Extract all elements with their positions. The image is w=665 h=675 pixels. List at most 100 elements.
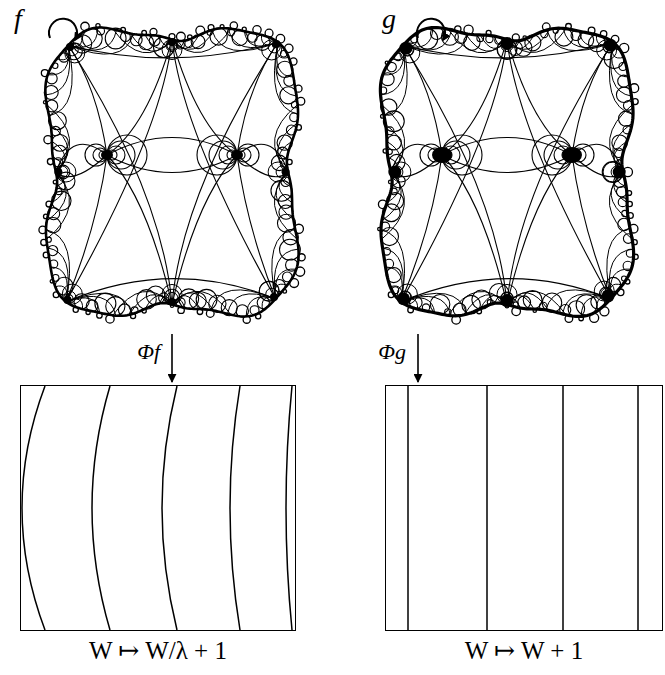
fundamental-curve (286, 386, 292, 630)
boundary-bubble (97, 313, 102, 318)
map-label: Φg (376, 340, 408, 364)
map-arrow (171, 334, 173, 382)
boundary-bubble (142, 309, 146, 313)
boundary-bubble (632, 99, 638, 105)
boundary-bubble (53, 292, 59, 298)
limit-set-curve (49, 45, 72, 116)
fundamental-line (407, 386, 409, 630)
boundary-bubble (628, 213, 634, 219)
limit-set-drawing (39, 19, 305, 323)
dense-spot (432, 147, 452, 163)
dense-spot (282, 168, 290, 176)
boundary-bubble (486, 30, 491, 35)
boundary-bubble (627, 191, 632, 196)
limit-set-curve (403, 45, 507, 304)
boundary-bubble (121, 27, 126, 32)
dense-spot (613, 166, 626, 179)
map-arrow (417, 334, 419, 382)
boundary-bubble (177, 32, 186, 41)
boundary-bubble (130, 313, 135, 318)
limit-set-curve (107, 138, 237, 156)
dense-spot (54, 168, 62, 176)
boundary-bubble (455, 26, 461, 32)
rotation-arrow (49, 19, 77, 40)
boundary-bubble (380, 87, 387, 94)
limit-set-curve (237, 42, 278, 155)
boundary-bubble (178, 307, 184, 313)
boundary-bubble (44, 136, 52, 144)
boundary-bubble (150, 28, 157, 35)
tangent-circle (262, 40, 282, 60)
boundary-bubble (619, 63, 627, 71)
fundamental-curve (92, 386, 110, 630)
limit-set-curve (442, 138, 572, 156)
boundary-bubble (52, 63, 58, 69)
limit-set-curve (381, 45, 405, 95)
boundary-bubble (600, 307, 609, 316)
boundary-bubble (142, 30, 147, 35)
limit-set-curve (51, 267, 68, 302)
limit-set-curve (145, 295, 172, 308)
limit-set-curve (113, 29, 172, 53)
strip-rectangle (385, 385, 663, 631)
tangent-circle (268, 41, 280, 53)
limit-set-curve (572, 155, 611, 299)
map-name: f (14, 4, 22, 34)
dense-spot (602, 289, 615, 302)
boundary-bubble (542, 23, 550, 31)
boundary-bubble (86, 310, 90, 314)
limit-set-curve (381, 230, 405, 302)
limit-set-curve (46, 230, 70, 302)
dense-spot (397, 292, 410, 305)
boundary-bubble (43, 101, 46, 104)
boundary-bubble (385, 61, 388, 64)
boundary-bubble (391, 188, 398, 195)
boundary-bubble (81, 22, 89, 30)
limit-set-figure: f (8, 4, 304, 330)
boundary-bubble (232, 30, 248, 46)
boundary-bubble (629, 224, 638, 233)
boundary-bubble (295, 267, 304, 276)
boundary-bubble (56, 188, 62, 194)
boundary-bubble (286, 125, 296, 135)
boundary-bubble (96, 24, 100, 28)
limit-set-curve (607, 228, 630, 299)
boundary-bubble (242, 27, 246, 31)
boundary-bubble (206, 310, 214, 318)
limit-set-curve (507, 155, 572, 304)
limit-set-curve (107, 155, 237, 173)
limit-set-curve (172, 29, 231, 53)
fundamental-line (562, 386, 564, 630)
tangent-circle (66, 44, 78, 56)
limit-set-curve (277, 42, 294, 77)
limit-set-drawing (378, 19, 639, 324)
dense-spot (168, 298, 176, 306)
boundary-bubble (41, 70, 48, 77)
map-formula: W ↦ W + 1 (385, 637, 663, 665)
limit-set-curve (448, 291, 507, 315)
fundamental-curve (162, 386, 177, 630)
boundary-bubble (256, 314, 261, 319)
strip-lines (22, 386, 292, 630)
boundary-bubble (633, 254, 638, 259)
dense-spot (501, 37, 514, 50)
boundary-bubble (486, 35, 493, 42)
boundary-bubble (383, 149, 387, 153)
dense-spot (64, 296, 72, 304)
boundary-bubble (73, 307, 78, 312)
limit-set-curve (172, 35, 199, 48)
limit-set-curve (274, 249, 298, 299)
boundary-bubble (533, 309, 536, 312)
boundary-bubble (39, 226, 46, 233)
boundary-bubble (297, 97, 305, 105)
boundary-bubble (381, 99, 397, 115)
boundary-bubble (386, 267, 401, 282)
boundary-bubble (566, 24, 572, 30)
limit-set-curve (66, 296, 116, 315)
strip-panel: W ↦ W + 1 (385, 385, 663, 665)
dense-spot (270, 293, 278, 301)
boundary-bubble (243, 316, 250, 323)
dense-spot (272, 40, 280, 48)
